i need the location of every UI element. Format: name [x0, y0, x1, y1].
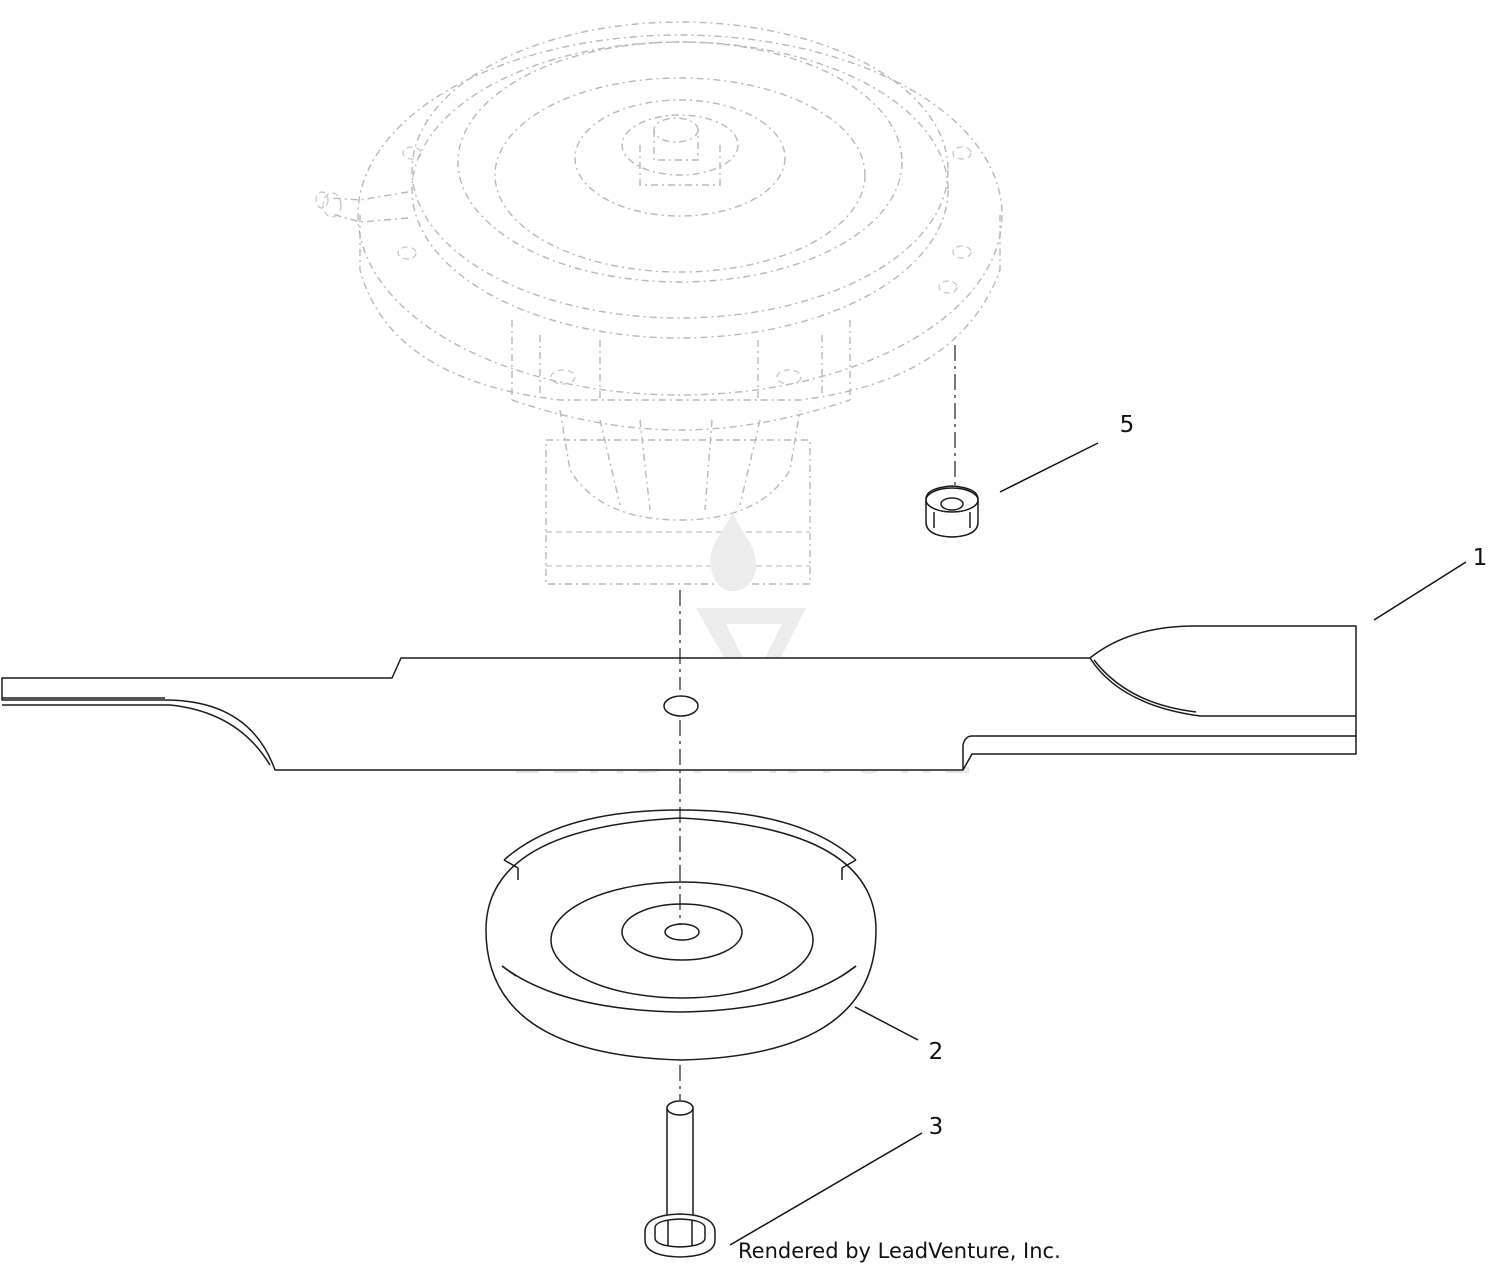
- callout-2[interactable]: 2: [929, 1039, 944, 1065]
- blade-center-hole: [663, 695, 699, 717]
- callout-leaders: [729, 442, 1467, 1246]
- part-3-blade-bolt: [644, 1100, 716, 1258]
- callout-3[interactable]: 3: [929, 1114, 944, 1140]
- callout-5[interactable]: 5: [1120, 412, 1135, 438]
- flame-icon: [710, 512, 757, 592]
- assembly-center-lines: [679, 345, 956, 1100]
- part-5-flange-nut: [925, 485, 979, 538]
- callout-1[interactable]: 1: [1473, 545, 1488, 571]
- spindle-housing-phantom: [315, 21, 1003, 585]
- v-logo-icon: [696, 608, 806, 710]
- cup-center-hole: [664, 923, 700, 941]
- part-2-blade-cup: [485, 809, 877, 1061]
- render-credit: Rendered by LeadVenture, Inc.: [738, 1239, 1061, 1263]
- part-1-mower-blade: [1, 625, 1357, 771]
